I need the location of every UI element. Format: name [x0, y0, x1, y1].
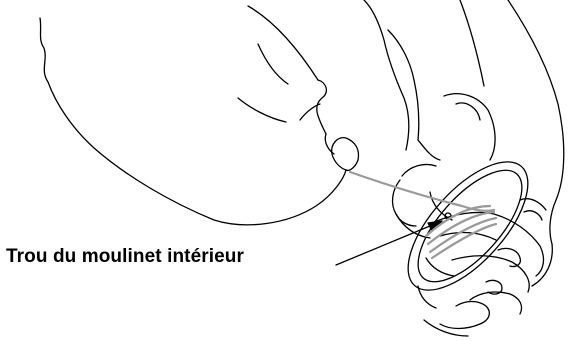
left-hand-drawing — [40, 6, 359, 225]
right-hand-drawing — [364, 0, 564, 336]
bobbin-drawing — [388, 142, 549, 309]
bobbin-hole-label: Trou du moulinet intérieur — [6, 246, 244, 268]
